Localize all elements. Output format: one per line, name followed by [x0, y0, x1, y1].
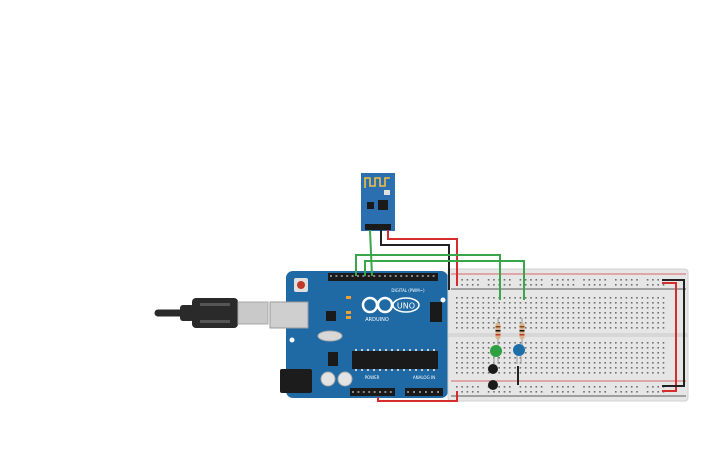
breadboard-center-channel	[448, 333, 688, 337]
wires	[355, 229, 525, 402]
arduino-power-header	[350, 388, 395, 396]
resistor-1[interactable]	[495, 318, 501, 346]
push-button-1[interactable]	[488, 364, 498, 374]
arduino-uno-board[interactable]: UNO ARDUINO DIGITAL (PWM~) POWER ANALOG …	[269, 271, 448, 398]
wire-gnd-bottom	[377, 391, 458, 402]
wire-rail-bridge-red	[662, 282, 677, 392]
breadboard-holes	[456, 279, 665, 393]
usb-plug-metal	[237, 301, 269, 325]
arduino-analog-label: ANALOG IN	[413, 375, 435, 380]
arduino-usb-socket	[269, 301, 309, 329]
usb-cable-strain-relief	[180, 305, 194, 321]
arduino-analog-header	[405, 388, 443, 396]
arduino-digital-label: DIGITAL (PWM~)	[391, 288, 425, 293]
arduino-model-label: UNO	[397, 302, 415, 311]
arduino-digital-header	[328, 273, 438, 281]
usb-cable[interactable]	[154, 298, 269, 328]
atmega-chip	[352, 351, 438, 369]
arduino-power-label: POWER	[365, 375, 380, 380]
usb-plug-housing	[192, 298, 238, 328]
wire-esp-signal	[369, 229, 373, 277]
wire-rail-bridge-black	[662, 279, 685, 387]
push-button-2[interactable]	[488, 380, 498, 390]
arduino-logo	[361, 296, 420, 314]
arduino-power-jack	[280, 369, 312, 393]
esp-header	[365, 224, 391, 230]
wire-led-blue	[364, 260, 525, 300]
breadboard[interactable]	[447, 268, 689, 402]
esp8266-module[interactable]	[361, 173, 395, 231]
esp-chip	[378, 200, 388, 210]
arduino-crystal	[317, 330, 343, 342]
led-green[interactable]	[490, 345, 502, 364]
arduino-capacitor-1	[320, 371, 336, 387]
wire-led-green	[355, 254, 501, 300]
arduino-brand-label: ARDUINO	[365, 317, 389, 323]
wire-esp-vcc	[387, 230, 458, 286]
esp-antenna	[364, 177, 390, 188]
led-blue[interactable]	[513, 344, 525, 364]
wire-esp-gnd	[380, 230, 450, 290]
arduino-capacitor-2	[337, 371, 353, 387]
resistor-2[interactable]	[519, 318, 525, 346]
